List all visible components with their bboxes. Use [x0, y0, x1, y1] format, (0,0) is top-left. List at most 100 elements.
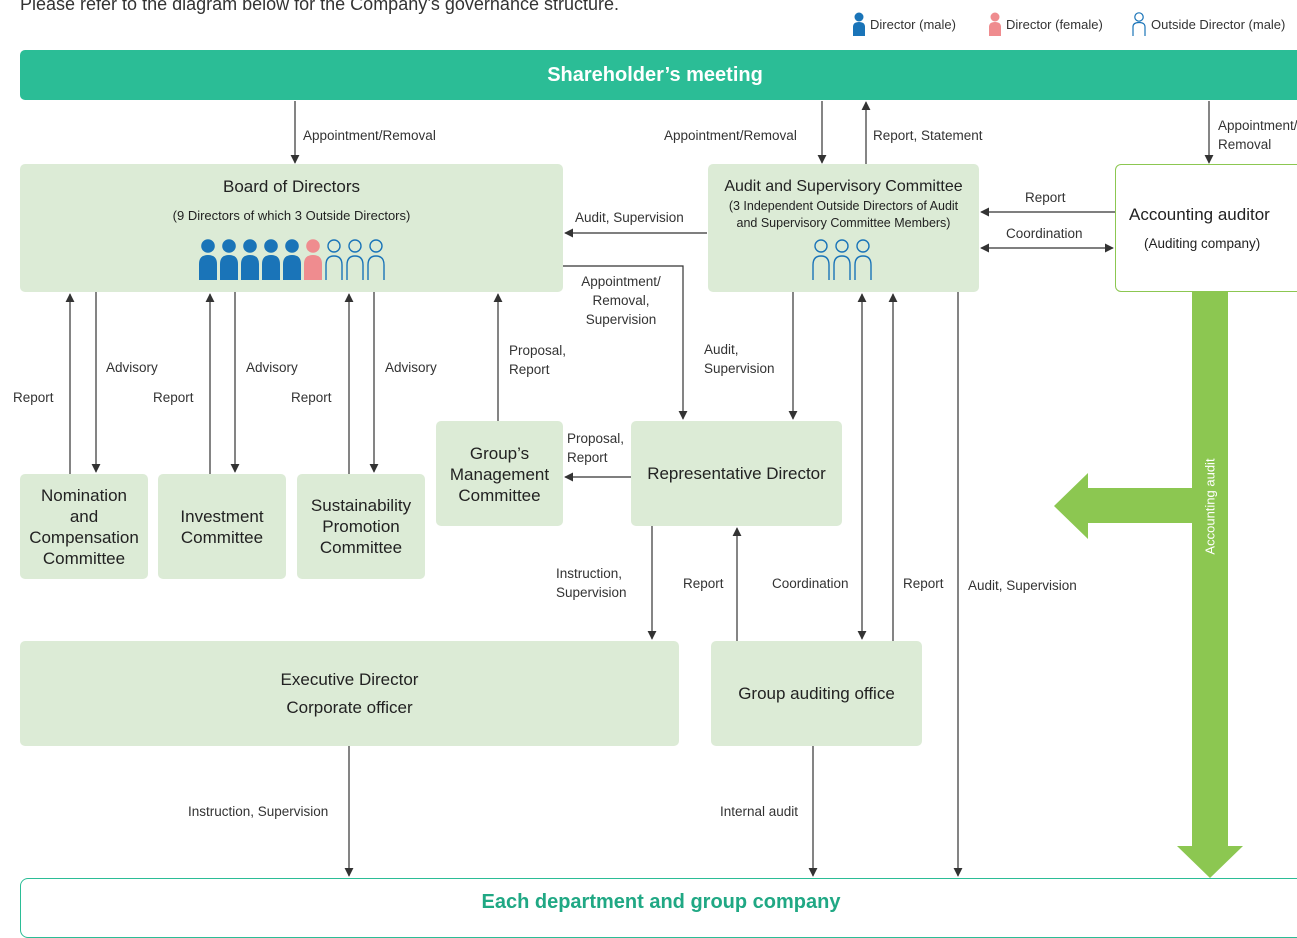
- accounting-auditor-subtitle: (Auditing company): [1144, 236, 1261, 251]
- legend-female-label: Director (female): [1006, 16, 1103, 32]
- shareholders-meeting-label: Shareholder’s meeting: [547, 63, 763, 86]
- outside-director-icon: [854, 239, 872, 280]
- legend-female: Director (female): [988, 12, 1103, 36]
- departments-box: Each department and group company: [20, 878, 1297, 938]
- accounting-auditor-title: Accounting auditor: [1129, 205, 1270, 224]
- nomination-line4: Committee: [42, 548, 126, 568]
- investment-line2: Committee: [180, 527, 264, 547]
- male-director-icon: [199, 239, 217, 280]
- label-is-a: Instruction,: [556, 566, 623, 581]
- nomination-line2: and: [69, 506, 99, 526]
- audit-sub-line2: and Supervisory Committee Members): [736, 216, 951, 230]
- mgmt-line1: Group’s: [469, 444, 530, 463]
- label-asr-1: Appointment/: [581, 274, 661, 289]
- label-advisory-investment: Advisory: [246, 360, 298, 375]
- outside-director-icon: [346, 239, 364, 280]
- legend-outside-label: Outside Director (male): [1151, 16, 1286, 32]
- label-advisory-sustainability: Advisory: [385, 360, 437, 375]
- label-appt-right-1: Appointment/: [1218, 118, 1297, 133]
- label-instruction-supervision-bottom: Instruction, Supervision: [188, 804, 329, 819]
- label-report-groupaudit: Report: [683, 576, 724, 591]
- outside-director-icon: [833, 239, 851, 280]
- label-asrep-2: Supervision: [704, 361, 775, 376]
- management-committee-box: Group’s Management Committee: [436, 421, 563, 526]
- audit-member-icons: [811, 238, 881, 282]
- shareholders-meeting-box: Shareholder’s meeting: [20, 50, 1297, 100]
- male-director-icon: [262, 239, 280, 280]
- label-audit-supervision-board: Audit, Supervision: [575, 210, 684, 225]
- nomination-line1: Nomination: [41, 485, 127, 505]
- label-proposal-report-management: Proposal, Report: [509, 341, 566, 379]
- executive-line1: Executive Director: [280, 670, 419, 689]
- accounting-audit-side-arrow: [1054, 473, 1192, 539]
- label-asr-3: Supervision: [585, 312, 657, 327]
- label-pr2-a: Proposal,: [567, 431, 625, 446]
- board-member-icons: [198, 238, 408, 282]
- executive-director-box: Executive Director Corporate officer: [20, 641, 679, 746]
- board-title: Board of Directors: [223, 177, 360, 196]
- label-advisory-nomination: Advisory: [106, 360, 158, 375]
- label-asr-2: Removal,: [592, 293, 650, 308]
- female-director-icon: [989, 12, 1001, 36]
- legend-outside: Outside Director (male): [1131, 12, 1285, 36]
- sustainability-line2: Promotion: [322, 517, 400, 536]
- label-audit-supervision-departments: Audit, Supervision: [968, 578, 1077, 593]
- label-report-sustainability: Report: [291, 390, 332, 405]
- label-asrep-1: Audit,: [704, 342, 739, 357]
- nomination-committee-box: Nomination and Compensation Committee: [20, 474, 148, 579]
- executive-line2: Corporate officer: [286, 698, 413, 717]
- label-pr2-b: Report: [567, 450, 608, 465]
- representative-director-box: Representative Director: [631, 421, 842, 526]
- legend-male-label: Director (male): [870, 16, 956, 32]
- sustainability-line1: Sustainability: [310, 496, 412, 515]
- female-director-icon: [304, 239, 322, 280]
- group-audit-label: Group auditing office: [738, 684, 895, 703]
- male-director-icon: [220, 239, 238, 280]
- label-appt-right-2: Removal: [1218, 137, 1272, 152]
- label-internal-audit: Internal audit: [720, 804, 799, 819]
- board-of-directors-box: Board of Directors (9 Directors of which…: [20, 164, 563, 292]
- board-subtitle: (9 Directors of which 3 Outside Director…: [172, 208, 411, 223]
- label-pr1-b: Report: [509, 362, 550, 377]
- label-is-b: Supervision: [556, 585, 627, 600]
- label-appointment-removal-supervision: Appointment/ Removal, Supervision: [574, 272, 668, 329]
- accounting-audit-label: Accounting audit: [1202, 458, 1218, 555]
- accounting-audit-arrow: [1177, 292, 1243, 878]
- outside-director-icon: [812, 239, 830, 280]
- label-appointment-removal-auditor: Appointment/ Removal: [1218, 116, 1297, 154]
- outside-director-icon: [325, 239, 343, 280]
- label-audit-supervision-representative: Audit, Supervision: [704, 340, 775, 378]
- audit-committee-subtitle: (3 Independent Outside Directors of Audi…: [708, 198, 979, 232]
- mgmt-line3: Committee: [458, 486, 541, 505]
- departments-label: Each department and group company: [481, 891, 841, 913]
- mgmt-line2: Management: [449, 465, 550, 484]
- male-director-icon: [853, 12, 865, 36]
- audit-committee-title: Audit and Supervisory Committee: [724, 178, 963, 195]
- investment-line1: Investment: [180, 506, 264, 526]
- label-instruction-supervision-representative: Instruction, Supervision: [556, 564, 627, 602]
- male-director-icon: [283, 239, 301, 280]
- label-report-investment: Report: [153, 390, 194, 405]
- audit-committee-box: Audit and Supervisory Committee (3 Indep…: [708, 164, 979, 292]
- label-appointment-removal-audit: Appointment/Removal: [664, 128, 797, 143]
- label-pr1-a: Proposal,: [509, 343, 567, 358]
- investment-committee-box: Investment Committee: [158, 474, 286, 579]
- male-director-icon: [241, 239, 259, 280]
- legend-male: Director (male): [852, 12, 956, 36]
- sustainability-line3: Committee: [319, 538, 403, 557]
- label-report-groupaudit-2: Report: [903, 576, 944, 591]
- label-report-statement: Report, Statement: [873, 128, 983, 143]
- label-coordination-groupaudit: Coordination: [772, 576, 849, 591]
- accounting-auditor-box: Accounting auditor (Auditing company): [1115, 164, 1297, 292]
- outside-director-icon: [367, 239, 385, 280]
- label-report-nomination: Report: [13, 390, 54, 405]
- label-coordination-auditor: Coordination: [1006, 226, 1083, 241]
- intro-text: Please refer to the diagram below for th…: [20, 0, 619, 14]
- label-proposal-report-representative: Proposal, Report: [567, 429, 624, 467]
- label-appointment-removal-board: Appointment/Removal: [303, 128, 436, 143]
- group-auditing-office-box: Group auditing office: [711, 641, 922, 746]
- audit-sub-line1: (3 Independent Outside Directors of Audi…: [728, 199, 959, 213]
- label-report-auditor: Report: [1025, 190, 1066, 205]
- representative-label: Representative Director: [647, 464, 826, 483]
- outside-director-icon: [1132, 12, 1146, 36]
